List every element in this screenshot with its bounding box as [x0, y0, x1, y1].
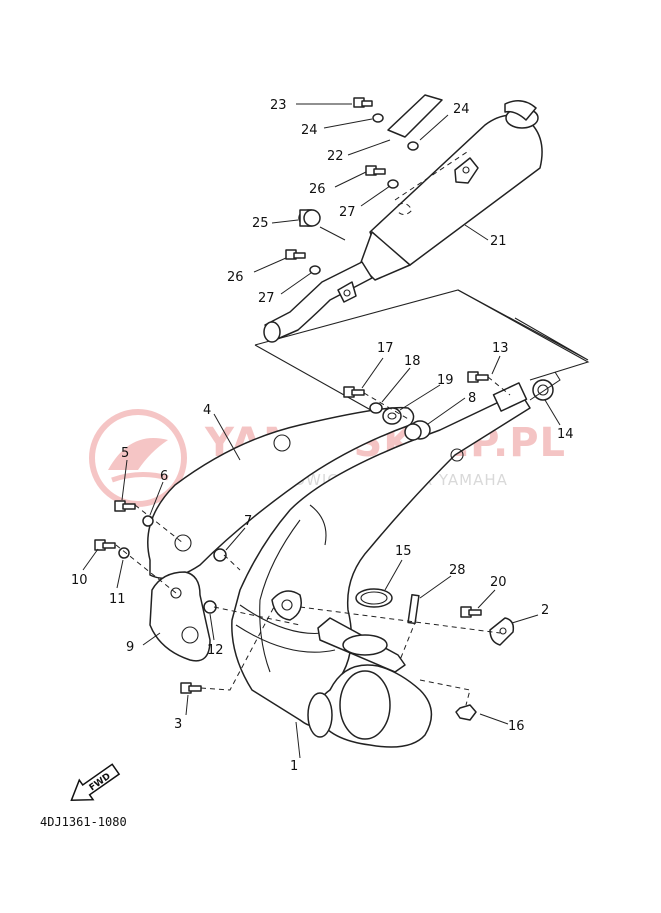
- washer-18: [369, 402, 383, 414]
- collar-7: [213, 548, 227, 562]
- collar-19: [382, 407, 402, 425]
- washer-27b: [309, 265, 321, 275]
- rubber-damper-25: [298, 209, 321, 227]
- callout-13: 13: [492, 341, 509, 356]
- bolt-17: [343, 386, 365, 398]
- callout-22: 22: [327, 149, 344, 164]
- stud-28: [407, 593, 420, 625]
- exhaust-pipe-boss-hole: [281, 599, 293, 611]
- washer-11: [118, 547, 130, 559]
- bolt-13: [467, 371, 489, 383]
- callout-5: 5: [121, 446, 129, 461]
- watermark-logo: [89, 409, 187, 507]
- callout-25: 25: [252, 216, 269, 231]
- callout-18: 18: [404, 354, 421, 369]
- protector-hole-1: [174, 534, 192, 552]
- callout-4: 4: [203, 403, 211, 418]
- exhaust-pipe: [231, 382, 531, 748]
- assembly-lines: [115, 371, 561, 706]
- callout-8: 8: [468, 391, 476, 406]
- bracket-hole-2: [181, 626, 199, 644]
- callout-26b: 26: [227, 270, 244, 285]
- callout-11: 11: [109, 592, 126, 607]
- silencer-assembly: [254, 100, 590, 419]
- callout-24a: 24: [301, 123, 318, 138]
- callout-12: 12: [207, 643, 224, 658]
- spring-hook-2: [489, 617, 515, 646]
- callout-23: 23: [270, 98, 287, 113]
- damper-8: [404, 420, 431, 441]
- exhaust-pipe-boss: [271, 590, 302, 621]
- silencer-dash-bracket: [397, 202, 413, 216]
- silencer-tip: [504, 100, 537, 121]
- silencer-pipe-bracket: [337, 281, 357, 303]
- diagram-code: 4DJ1361-1080: [40, 815, 127, 829]
- callout-16: 16: [508, 719, 525, 734]
- callouts: 1 2 3 4 5 6 7 8 9 10 11 12 13 14 15 16 1…: [71, 98, 574, 774]
- exhaust-flange-ring: [307, 692, 333, 738]
- washer-27a: [387, 179, 399, 189]
- bracket-9: [149, 571, 211, 662]
- silencer-bracket-hole: [462, 166, 470, 174]
- exhaust-pipe-contour-2: [309, 504, 327, 546]
- silencer-body: [369, 114, 543, 268]
- silencer-bracket: [454, 157, 479, 184]
- callout-10: 10: [71, 573, 88, 588]
- callout-14: 14: [557, 427, 574, 442]
- exhaust-pipe-contour-1: [259, 519, 301, 673]
- pipe-protector-4: [147, 406, 415, 580]
- collar-14: [532, 379, 554, 401]
- callout-21: 21: [490, 234, 507, 249]
- bolt-3: [180, 682, 202, 694]
- silencer-inlet-end: [263, 321, 281, 343]
- bolt-5: [114, 500, 136, 512]
- bolt-26a: [365, 165, 386, 176]
- silencer-dash-line: [394, 149, 471, 201]
- callout-1: 1: [290, 759, 298, 774]
- leader-lines: [82, 103, 561, 759]
- callout-2: 2: [541, 603, 549, 618]
- bolt-26b: [285, 249, 306, 260]
- callout-17: 17: [377, 341, 394, 356]
- callout-27a: 27: [339, 205, 356, 220]
- fwd-arrow: FWD: [70, 763, 121, 801]
- bolt-23: [353, 97, 373, 108]
- silencer-panel-edges: [254, 289, 590, 419]
- silencer-panel-outline: [254, 289, 589, 361]
- washer-24a: [372, 113, 384, 123]
- callout-3: 3: [174, 717, 182, 732]
- washer-24b: [407, 141, 419, 151]
- callout-28: 28: [449, 563, 466, 578]
- bolt-20: [460, 606, 482, 618]
- callout-9: 9: [126, 640, 134, 655]
- washer-6: [142, 515, 154, 527]
- exhaust-flange-port: [342, 634, 388, 656]
- nut-16: [455, 704, 477, 721]
- heat-shield-plate: [387, 94, 443, 138]
- exhaust-header-inner: [339, 670, 391, 740]
- callout-15: 15: [395, 544, 412, 559]
- callout-26a: 26: [309, 182, 326, 197]
- callout-19: 19: [437, 373, 454, 388]
- bolt-10: [94, 539, 116, 551]
- exhaust-pipe-end: [492, 382, 528, 412]
- callout-24b: 24: [453, 102, 470, 117]
- exhaust-flange: [317, 588, 406, 673]
- callout-27b: 27: [258, 291, 275, 306]
- bracket-hole-1: [170, 587, 182, 599]
- callout-7: 7: [244, 514, 252, 529]
- exhaust-pipe-bracket-hole: [450, 448, 464, 462]
- callout-6: 6: [160, 469, 168, 484]
- silencer-pipe-bracket-hole: [343, 289, 351, 297]
- silencer-cone: [359, 231, 411, 281]
- exhaust-pipe-band-2: [235, 624, 336, 653]
- protector-hole-2: [273, 434, 291, 452]
- callout-20: 20: [490, 575, 507, 590]
